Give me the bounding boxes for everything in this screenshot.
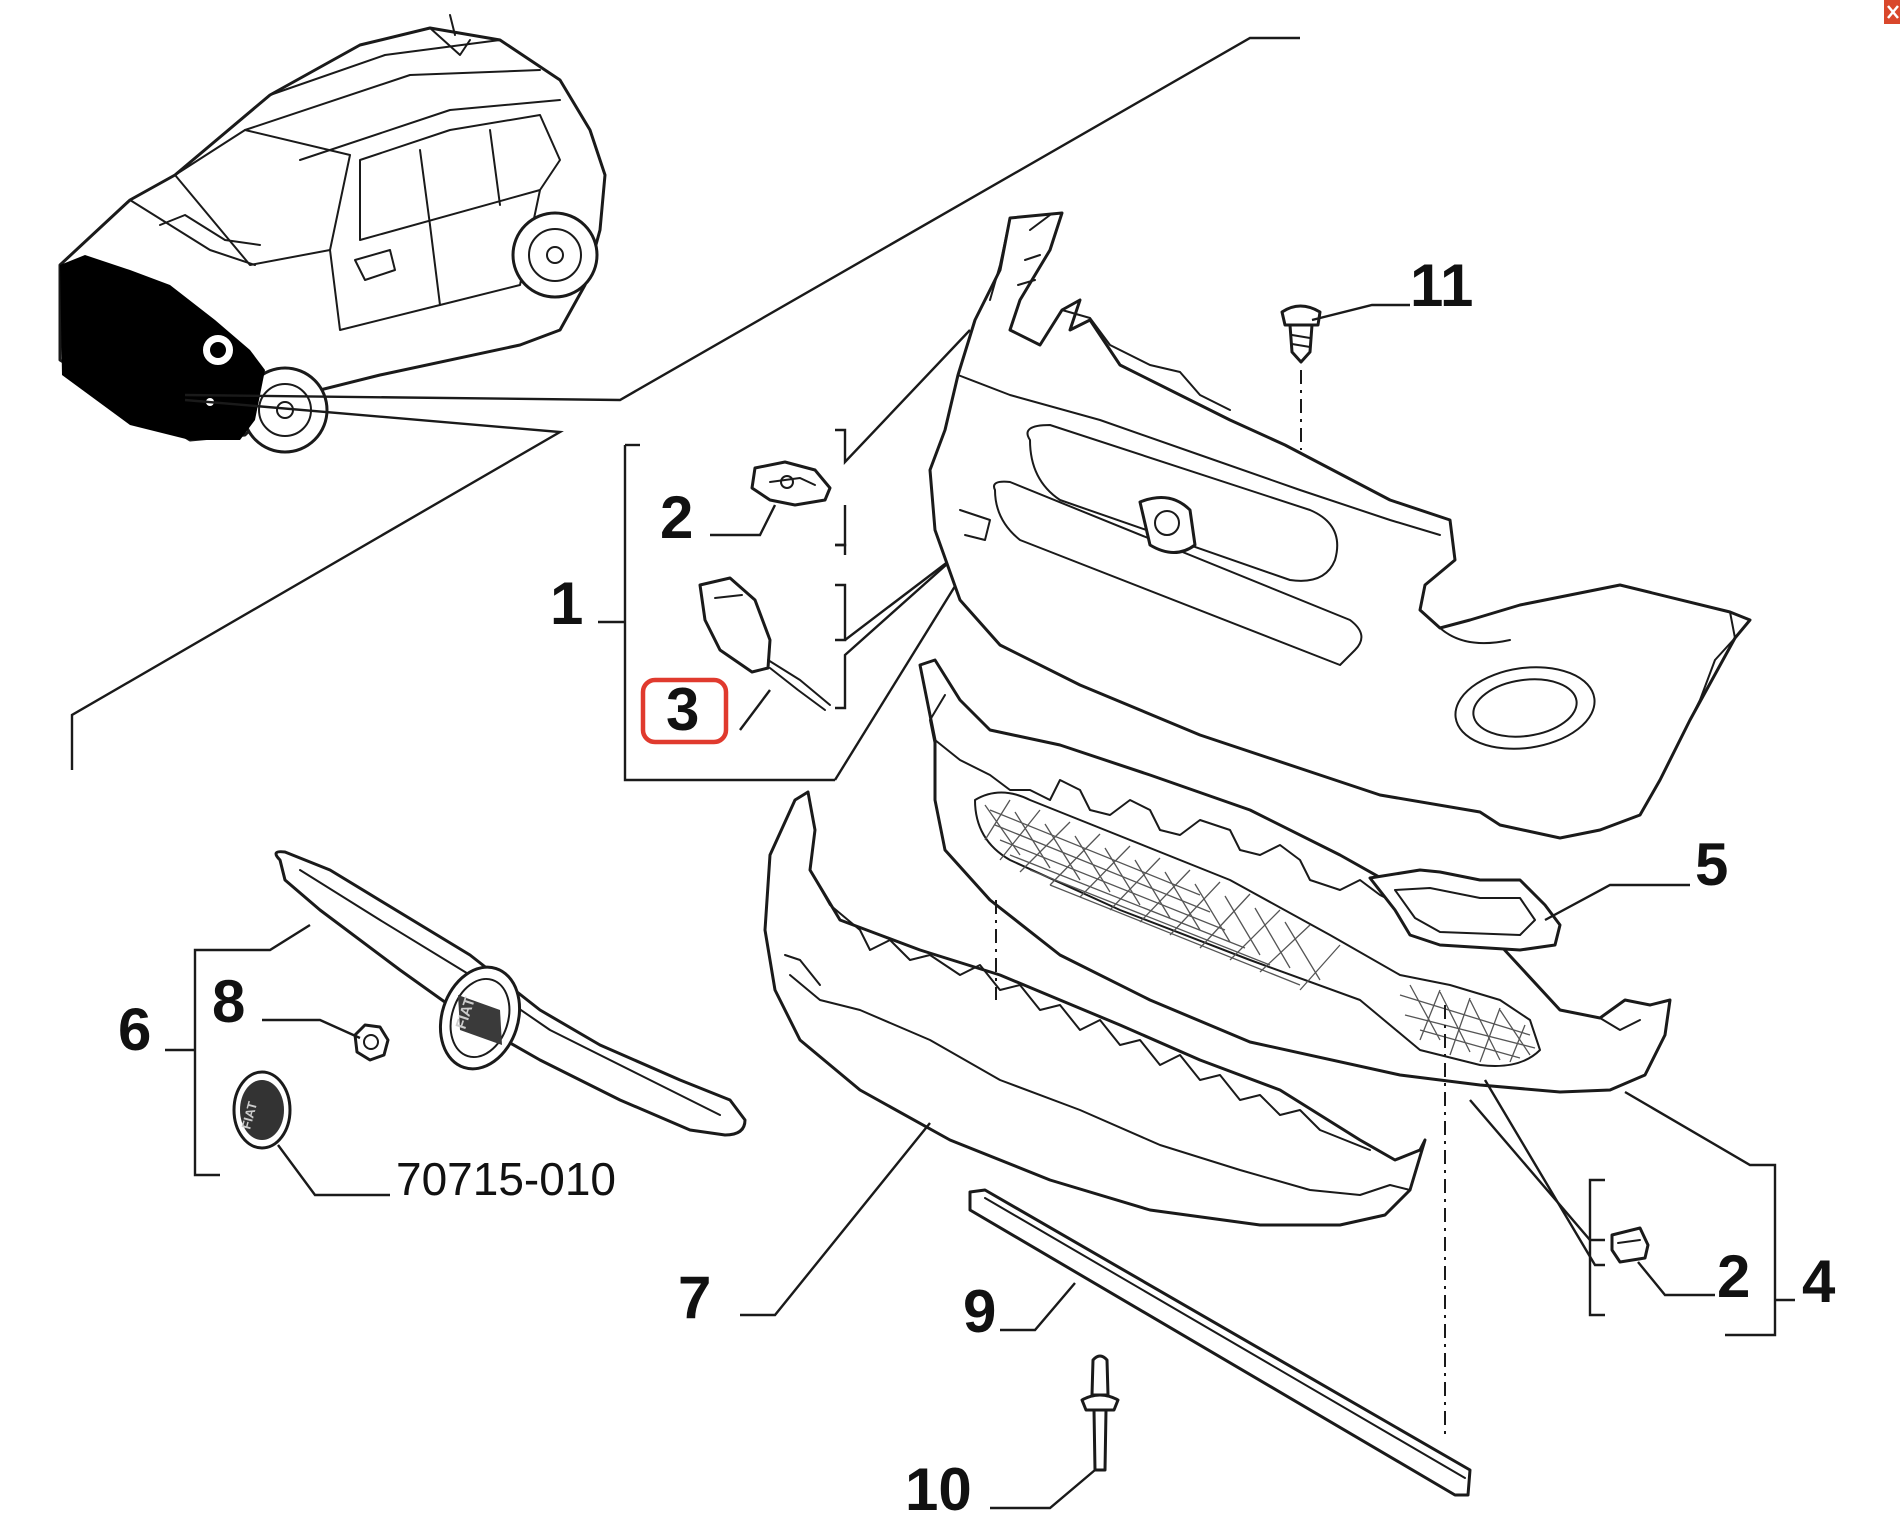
group-bracket-4 xyxy=(1483,1079,1605,1317)
callout-8: 8 xyxy=(212,968,245,1035)
part-2-clip-lower xyxy=(1610,1226,1715,1297)
group-bracket-1 xyxy=(598,329,971,782)
part-5-fog-trim xyxy=(1368,868,1690,952)
part-11-screw xyxy=(1280,303,1410,450)
callout-2-top: 2 xyxy=(660,484,693,551)
callout-5: 5 xyxy=(1695,831,1728,898)
zoom-guides xyxy=(70,36,1300,770)
callout-3: 3 xyxy=(666,676,699,743)
part-2-clip xyxy=(710,460,832,537)
callout-3-highlight[interactable]: 3 xyxy=(640,676,729,745)
callout-10: 10 xyxy=(905,1456,972,1523)
part-badge-emblem: FIAT xyxy=(232,1070,390,1197)
part-reference-number: 70715-010 xyxy=(396,1153,616,1205)
callout-9: 9 xyxy=(963,1278,996,1345)
callout-11: 11 xyxy=(1410,252,1473,319)
part-4-lower-grille xyxy=(918,658,1795,1337)
callout-1: 1 xyxy=(550,570,583,637)
badge-emblem-text: FIAT xyxy=(238,1100,260,1131)
part-7-lower-spoiler xyxy=(740,790,1427,1317)
part-9-strip xyxy=(968,1005,1472,1497)
callout-7: 7 xyxy=(678,1264,711,1331)
part-8-clip xyxy=(262,1018,390,1062)
part-3-tow-cover xyxy=(698,576,831,731)
callout-2-bottom: 2 xyxy=(1717,1243,1750,1310)
part-6-grille-molding: FIAT xyxy=(274,850,747,1137)
group-bracket-6 xyxy=(165,923,311,1177)
grille-mesh xyxy=(984,799,1536,1063)
car-overview xyxy=(58,14,607,454)
part-1-bumper-cover xyxy=(928,211,1752,840)
highlight-box xyxy=(640,677,729,745)
part-10-rivet xyxy=(990,1354,1120,1510)
callout-6: 6 xyxy=(118,996,151,1063)
close-icon[interactable] xyxy=(1884,0,1900,24)
callout-4: 4 xyxy=(1802,1248,1836,1315)
